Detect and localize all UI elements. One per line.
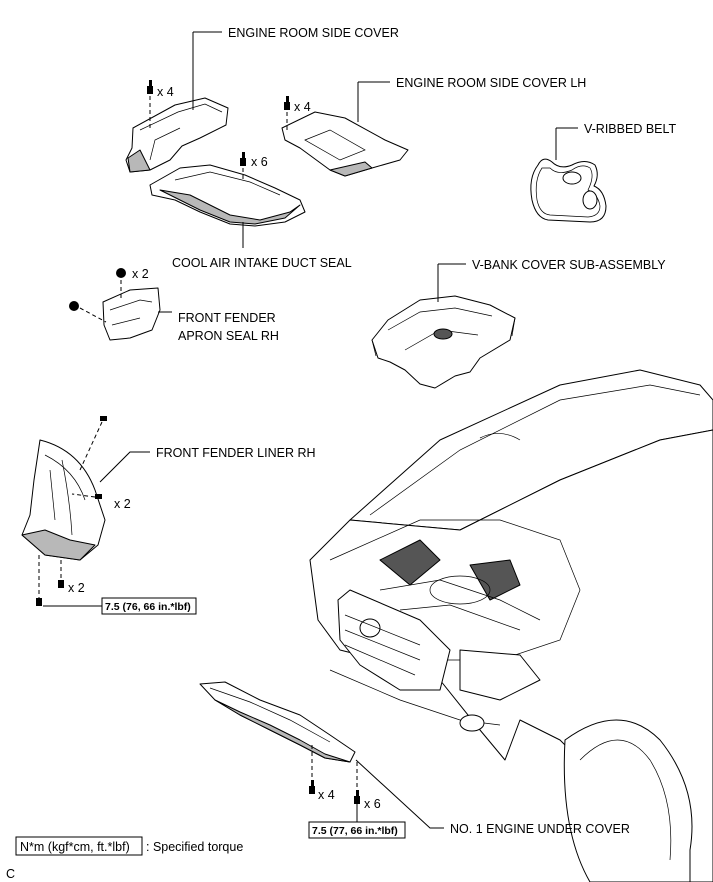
- v-bank-cover: [371, 295, 516, 389]
- under-cover-torque-box: [308, 821, 406, 839]
- label-front-fender-apron-seal-2: APRON SEAL RH: [178, 329, 279, 343]
- liner-torque-box: [101, 597, 197, 615]
- liner-bolt-qty: x 2: [68, 581, 85, 595]
- engine-under-cover: [199, 681, 356, 763]
- apron-seal-clip-qty: x 2: [132, 267, 149, 281]
- side-cover-lh-clip-icon: [284, 96, 290, 110]
- side-cover-clip-icon: [147, 80, 153, 94]
- under-cover-clip-qty: x 4: [318, 788, 335, 802]
- label-front-fender-apron-seal-1: FRONT FENDER: [178, 311, 276, 325]
- under-cover-torque: 7.5 (77, 66 in.*lbf): [312, 825, 398, 837]
- apron-seal-clip-icon: [69, 268, 126, 311]
- corner-mark: C: [6, 867, 15, 881]
- under-cover-bolt-qty: x 6: [364, 797, 381, 811]
- liner-screw-qty: x 2: [114, 497, 131, 511]
- front-fender-apron-seal: [102, 287, 161, 341]
- lexus-logo-icon: [359, 618, 381, 638]
- side-cover-clip-qty: x 4: [157, 85, 174, 99]
- duct-seal-clip-icon: [240, 152, 246, 166]
- label-engine-room-side-cover-lh: ENGINE ROOM SIDE COVER LH: [396, 76, 586, 90]
- engine-room-side-cover-lh: [281, 111, 409, 177]
- vehicle-front: [309, 369, 713, 882]
- v-ribbed-belt: [530, 158, 607, 223]
- under-cover-clip-icon: [309, 780, 360, 804]
- legend-unit: N*m (kgf*cm, ft.*lbf): [20, 840, 130, 854]
- side-cover-lh-clip-qty: x 4: [294, 100, 311, 114]
- front-fender-liner: [21, 439, 106, 561]
- label-engine-room-side-cover: ENGINE ROOM SIDE COVER: [228, 26, 399, 40]
- label-front-fender-liner: FRONT FENDER LINER RH: [156, 446, 316, 460]
- engine-room-side-cover: [125, 97, 229, 173]
- cool-air-intake-duct-seal: [149, 164, 306, 227]
- label-engine-under-cover: NO. 1 ENGINE UNDER COVER: [450, 822, 630, 836]
- liner-torque: 7.5 (76, 66 in.*lbf): [105, 601, 191, 613]
- legend-text: : Specified torque: [146, 840, 243, 854]
- legend-torque-box: [15, 836, 143, 856]
- label-v-ribbed-belt: V-RIBBED BELT: [584, 122, 677, 136]
- liner-screw-icon: [36, 416, 107, 606]
- label-v-bank-cover: V-BANK COVER SUB-ASSEMBLY: [472, 258, 666, 272]
- label-cool-air-intake-duct-seal: COOL AIR INTAKE DUCT SEAL: [172, 256, 352, 270]
- duct-seal-clip-qty: x 6: [251, 155, 268, 169]
